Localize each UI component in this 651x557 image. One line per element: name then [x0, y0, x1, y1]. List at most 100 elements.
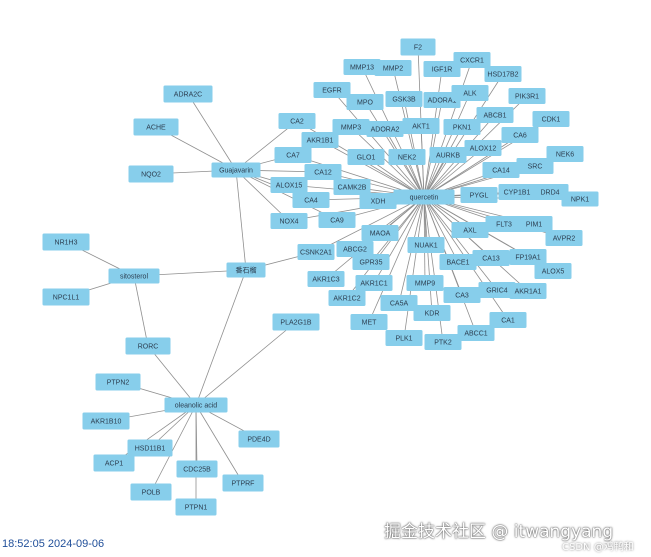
node-nuak1[interactable]: NUAK1 — [407, 237, 445, 253]
node-hsd11b1[interactable]: HSD11B1 — [127, 439, 173, 457]
node-plk1[interactable]: PLK1 — [385, 330, 423, 346]
node-alox5[interactable]: ALOX5 — [534, 263, 572, 279]
node-ca4[interactable]: CA4 — [292, 192, 330, 208]
node-abcc1[interactable]: ABCC1 — [457, 325, 495, 341]
node-center[interactable]: 番石榴 — [226, 262, 266, 278]
node-pygl[interactable]: PYGL — [460, 187, 498, 203]
node-ca14[interactable]: CA14 — [482, 162, 520, 178]
node-igf1r[interactable]: IGF1R — [423, 61, 461, 77]
node-npk1[interactable]: NPK1 — [561, 191, 599, 207]
edge-quercetin-PLK1 — [403, 196, 425, 339]
node-label: CA3 — [455, 293, 469, 300]
node-avpr2[interactable]: AVPR2 — [545, 230, 583, 246]
node-label: NR1H3 — [55, 240, 78, 247]
node-cyp1b1[interactable]: CYP1B1 — [498, 184, 536, 200]
node-mmp2[interactable]: MMP2 — [374, 60, 412, 76]
node-ptpn1[interactable]: PTPN1 — [175, 498, 217, 516]
node-pkn1[interactable]: PKN1 — [443, 119, 481, 135]
node-nox4[interactable]: NOX4 — [270, 213, 308, 229]
node-ptk2[interactable]: PTK2 — [424, 334, 462, 350]
node-akr1c1[interactable]: AKR1C1 — [355, 275, 393, 291]
node-ca6[interactable]: CA6 — [501, 127, 539, 143]
node-label: PIM1 — [526, 222, 542, 229]
node-oleanolic[interactable]: oleanolic acid — [164, 397, 228, 413]
node-ptprf[interactable]: PTPRF — [222, 474, 264, 492]
node-akr1b1[interactable]: AKR1B1 — [301, 132, 339, 148]
node-gsk3b[interactable]: GSK3B — [385, 91, 423, 107]
node-cdc25b[interactable]: CDC25B — [176, 460, 218, 478]
node-camk2b[interactable]: CAMK2B — [333, 179, 371, 195]
node-nqo2[interactable]: NQO2 — [128, 165, 174, 183]
node-hsd17b2[interactable]: HSD17B2 — [484, 66, 522, 82]
node-ca12[interactable]: CA12 — [304, 164, 342, 180]
node-akt1[interactable]: AKT1 — [402, 118, 440, 134]
node-maoa[interactable]: MAOA — [361, 225, 399, 241]
node-pde4d[interactable]: PDE4D — [238, 430, 280, 448]
node-met[interactable]: MET — [350, 314, 388, 330]
node-adora2[interactable]: ADORA2 — [366, 121, 404, 137]
node-box — [407, 237, 445, 253]
edge-guajavarin-NOX4 — [235, 169, 290, 222]
node-alox15[interactable]: ALOX15 — [270, 177, 308, 193]
node-akr1c2[interactable]: AKR1C2 — [328, 290, 366, 306]
node-src[interactable]: SRC — [516, 158, 554, 174]
node-label: CA9 — [330, 218, 344, 225]
node-adra2c[interactable]: ADRA2C — [163, 85, 213, 103]
node-box — [485, 216, 523, 232]
node-nr1h3[interactable]: NR1H3 — [42, 233, 90, 251]
node-glo1[interactable]: GLO1 — [347, 149, 385, 165]
node-box — [313, 82, 351, 98]
node-alk[interactable]: ALK — [451, 85, 489, 101]
node-nek2[interactable]: NEK2 — [388, 149, 426, 165]
node-npc1l1[interactable]: NPC1L1 — [42, 288, 90, 306]
node-alox12[interactable]: ALOX12 — [464, 140, 502, 156]
node-box — [226, 262, 266, 278]
node-axl[interactable]: AXL — [451, 222, 489, 238]
node-flt3[interactable]: FLT3 — [485, 216, 523, 232]
node-pla2g1b[interactable]: PLA2G1B — [272, 313, 320, 331]
node-ca2[interactable]: CA2 — [278, 113, 316, 129]
node-fp19a1[interactable]: FP19A1 — [509, 249, 547, 265]
node-abcb1[interactable]: ABCB1 — [476, 107, 514, 123]
node-pik3r1[interactable]: PIK3R1 — [508, 88, 546, 104]
node-ca1[interactable]: CA1 — [489, 312, 527, 328]
node-ca7[interactable]: CA7 — [274, 147, 312, 163]
node-bace1[interactable]: BACE1 — [439, 254, 477, 270]
node-akr1c3[interactable]: AKR1C3 — [307, 271, 345, 287]
node-mmp9[interactable]: MMP9 — [406, 275, 444, 291]
node-akr1b10[interactable]: AKR1B10 — [82, 412, 130, 430]
node-ca3[interactable]: CA3 — [443, 287, 481, 303]
node-ache[interactable]: ACHE — [133, 118, 179, 136]
node-ca5a[interactable]: CA5A — [380, 295, 418, 311]
node-acp1[interactable]: ACP1 — [93, 454, 135, 472]
node-kdr[interactable]: KDR — [413, 305, 451, 321]
node-mmp3[interactable]: MMP3 — [332, 119, 370, 135]
node-xdh[interactable]: XDH — [359, 193, 397, 209]
node-cxcr1[interactable]: CXCR1 — [453, 52, 491, 68]
node-mpo[interactable]: MPO — [346, 94, 384, 110]
node-polb[interactable]: POLB — [130, 483, 172, 501]
node-egfr[interactable]: EGFR — [313, 82, 351, 98]
node-f2[interactable]: F2 — [400, 38, 436, 56]
node-ca9[interactable]: CA9 — [318, 212, 356, 228]
node-ptpn2[interactable]: PTPN2 — [95, 373, 141, 391]
node-csnk2a1[interactable]: CSNK2A1 — [297, 244, 335, 260]
node-quercetin[interactable]: quercetin — [393, 189, 455, 205]
node-box — [457, 325, 495, 341]
node-akr1a1[interactable]: AKR1A1 — [509, 283, 547, 299]
node-box — [133, 118, 179, 136]
node-ca13[interactable]: CA13 — [472, 250, 510, 266]
node-rorc[interactable]: RORC — [125, 337, 171, 355]
node-gpr35[interactable]: GPR35 — [352, 254, 390, 270]
node-nek6[interactable]: NEK6 — [546, 146, 584, 162]
node-label: XDH — [371, 199, 386, 206]
node-guajavarin[interactable]: Guajavarin — [211, 162, 261, 178]
node-label: PLA2G1B — [280, 320, 311, 327]
node-aurkb[interactable]: AURKB — [429, 147, 467, 163]
node-sitosterol[interactable]: sitosterol — [108, 268, 160, 284]
node-box — [545, 230, 583, 246]
node-box — [346, 94, 384, 110]
node-cdk1[interactable]: CDK1 — [532, 111, 570, 127]
node-box — [561, 191, 599, 207]
node-label: 番石榴 — [236, 266, 257, 275]
